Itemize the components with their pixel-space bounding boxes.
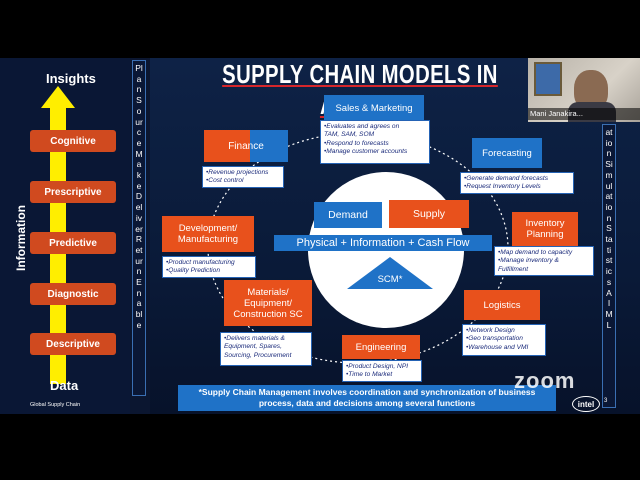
data-label: Data: [50, 378, 79, 393]
methods-text: ation Simulation Statistics AI ML: [605, 127, 613, 330]
materials-label: Materials/ Equipment/ Construction SC: [233, 286, 303, 320]
materials-notes: •Delivers materials &Equipment, Spares,S…: [220, 332, 312, 366]
note-line: •Revenue projections: [206, 169, 269, 176]
forecasting-notes: •Generate demand forecasts•Request Inven…: [460, 172, 574, 194]
stage-predictive: Predictive: [30, 232, 116, 254]
note-line: •Time to Market: [346, 371, 393, 379]
demand-box: Demand: [314, 202, 382, 228]
scm-label: SCM*: [377, 274, 403, 285]
note-line: •Quality Prediction: [166, 267, 220, 275]
stage-cognitive: Cognitive: [30, 130, 116, 152]
note-line: Fulfillment: [498, 265, 529, 273]
note-line: Equipment, Spares,: [224, 343, 282, 351]
engineering-box: Engineering: [342, 335, 420, 359]
finance-box-right: [250, 130, 288, 162]
scor-text: Plan Source Make Deliver Return Enable: [135, 63, 143, 330]
wall-picture: [534, 62, 562, 96]
inventory-planning-label: Inventory Planning: [525, 218, 565, 240]
note-line: •Network Design: [466, 327, 515, 334]
intel-logo: intel: [572, 396, 600, 412]
note-line: •Generate demand forecasts: [464, 175, 549, 182]
note-line: •Warehouse and VMI: [466, 343, 529, 351]
note-line: •Evaluates and agrees on: [324, 123, 400, 130]
development-notes: •Product manufacturing•Quality Predictio…: [162, 256, 256, 278]
supply-box: Supply: [389, 200, 469, 228]
inventory-planning-notes: •Map demand to capacity•Manage inventory…: [494, 246, 594, 276]
information-axis-label: Information: [14, 205, 28, 271]
name-bar: [528, 108, 640, 120]
zoom-watermark: zoom: [514, 368, 576, 393]
finance-box-left: [204, 130, 250, 162]
flow-bar: Physical + Information + Cash Flow: [274, 235, 492, 251]
materials-box: Materials/ Equipment/ Construction SC: [224, 280, 312, 326]
note-line: Sourcing, Procurement: [224, 351, 292, 359]
note-line: •Delivers materials &: [224, 335, 285, 342]
development-box: Development/ Manufacturing: [162, 216, 254, 252]
scor-column: Plan Source Make Deliver Return Enable: [132, 60, 146, 396]
note-line: •Request Inventory Levels: [464, 183, 541, 191]
note-line: •Manage customer accounts: [324, 147, 408, 155]
note-line: •Product Design, NPI: [346, 363, 409, 370]
participant-name: Mani Janakira...: [530, 109, 583, 118]
finance-label: Finance: [228, 140, 264, 152]
note-line: •Product manufacturing: [166, 259, 235, 266]
insights-label: Insights: [46, 71, 96, 86]
methods-column: ation Simulation Statistics AI ML: [602, 124, 616, 408]
inventory-planning-box: Inventory Planning: [512, 212, 578, 246]
note-line: •Manage inventory &: [498, 257, 559, 265]
scm-footnote: *Supply Chain Management involves coordi…: [178, 385, 556, 411]
engineering-notes: •Product Design, NPI•Time to Market: [342, 360, 422, 382]
stage-diagnostic: Diagnostic: [30, 283, 116, 305]
sales-marketing-box: Sales & Marketing: [324, 95, 424, 121]
forecasting-box: Forecasting: [472, 138, 542, 168]
note-line: •Map demand to capacity: [498, 249, 573, 256]
page-number: 3: [604, 398, 608, 404]
note-line: •Respond to forecasts: [324, 139, 389, 147]
scm-triangle: [347, 257, 433, 289]
finance-notes: •Revenue projections•Cost control: [202, 166, 284, 188]
logistics-box: Logistics: [464, 290, 540, 320]
note-line: •Geo transportation: [466, 335, 523, 343]
development-label: Development/ Manufacturing: [177, 223, 239, 245]
footer-left: Global Supply Chain: [30, 402, 81, 408]
stage-descriptive: Descriptive: [30, 333, 116, 355]
stage-prescriptive: Prescriptive: [30, 181, 116, 203]
note-line: •Cost control: [206, 177, 244, 185]
participant-video[interactable]: Mani Janakira...: [528, 58, 640, 122]
logistics-notes: •Network Design•Geo transportation•Wareh…: [462, 324, 546, 356]
note-line: TAM, SAM, SOM: [324, 131, 375, 139]
